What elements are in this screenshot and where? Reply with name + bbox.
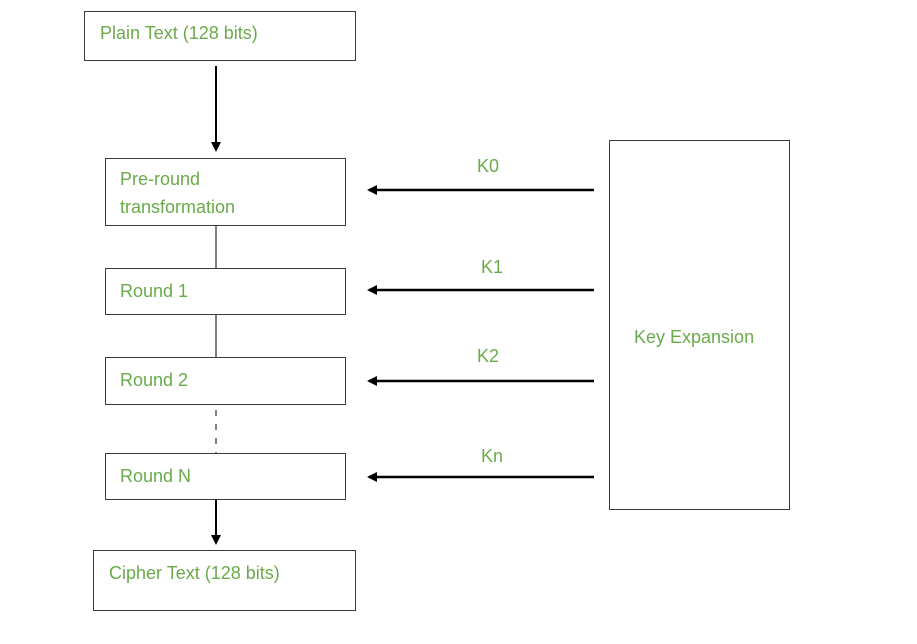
kn-label: Kn: [481, 446, 504, 466]
round-n-label: Round N: [120, 466, 192, 486]
round-2-label: Round 2: [120, 370, 189, 390]
k2-label: K2: [477, 346, 500, 366]
plain-text-label: Plain Text (128 bits): [100, 23, 258, 43]
k1-label: K1: [481, 257, 504, 277]
round-2-box: Round 2: [105, 357, 346, 405]
cipher-text-label: Cipher Text (128 bits): [109, 563, 280, 583]
cipher-text-box: Cipher Text (128 bits): [93, 550, 356, 611]
round-1-label: Round 1: [120, 281, 189, 301]
pre-round-label: Pre-round transformation: [120, 169, 236, 217]
pre-round-box: Pre-round transformation: [105, 158, 346, 226]
round-1-box: Round 1: [105, 268, 346, 315]
round-n-box: Round N: [105, 453, 346, 500]
key-expansion-label: Key Expansion: [634, 327, 755, 347]
plain-text-box: Plain Text (128 bits): [84, 11, 356, 61]
key-expansion-box: Key Expansion: [609, 140, 790, 510]
k0-label: K0: [477, 156, 500, 176]
